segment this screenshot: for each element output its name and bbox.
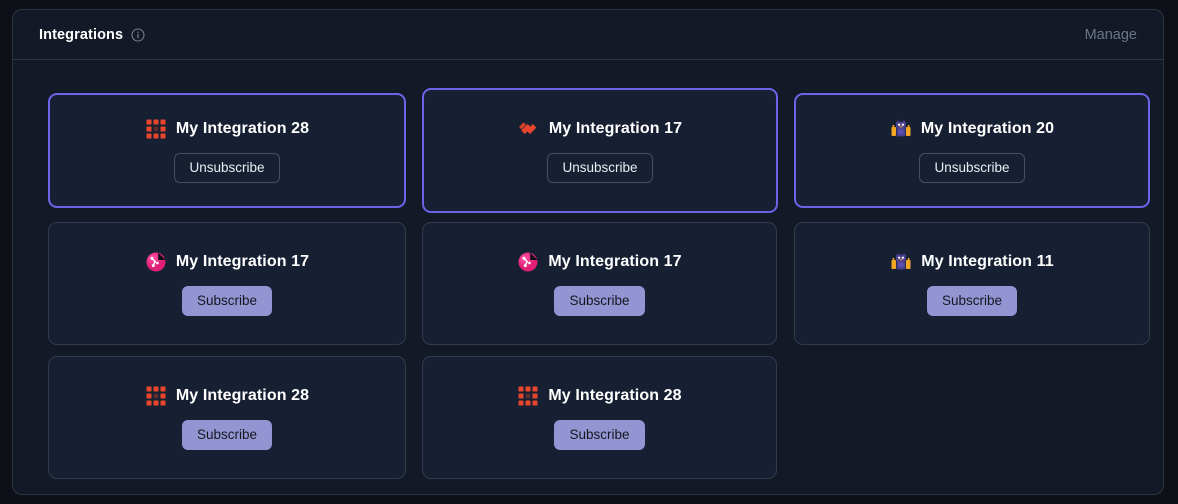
manage-link[interactable]: Manage — [1084, 26, 1137, 43]
page-title: Integrations — [39, 26, 124, 43]
grid-squares-icon — [145, 385, 167, 407]
integration-title: My Integration 20 — [920, 120, 1055, 138]
cat-mascot-icon — [890, 118, 912, 140]
cat-mascot-icon — [890, 251, 912, 273]
integration-card[interactable]: My Integration 11 Subscribe — [794, 222, 1150, 345]
integration-card-header: My Integration 28 — [517, 385, 682, 407]
diagonal-bars-icon — [518, 118, 540, 140]
integration-card[interactable]: My Integration 28 Subscribe — [48, 356, 406, 479]
integration-title: My Integration 28 — [175, 387, 310, 405]
integration-cards-grid: My Integration 28 Unsubscribe My Integrat… — [13, 60, 1163, 494]
integration-card[interactable]: My Integration 17 Subscribe — [48, 222, 406, 345]
integration-card-header: My Integration 17 — [518, 118, 682, 140]
subscribe-button[interactable]: Subscribe — [926, 286, 1018, 316]
integration-title: My Integration 17 — [548, 120, 683, 138]
integration-card-header: My Integration 28 — [145, 385, 309, 407]
integration-card-header: My Integration 11 — [890, 251, 1054, 273]
pinecone-icon — [145, 251, 167, 273]
integration-card-header: My Integration 17 — [517, 251, 682, 273]
integration-card-header: My Integration 28 — [145, 118, 309, 140]
integration-card[interactable]: My Integration 17 Unsubscribe — [422, 88, 778, 213]
subscribe-button[interactable]: Subscribe — [181, 420, 273, 450]
integration-card[interactable]: My Integration 17 Subscribe — [422, 222, 777, 345]
integration-title: My Integration 17 — [175, 253, 310, 271]
panel-header: Integrations Manage — [13, 10, 1163, 60]
info-circle-icon[interactable] — [131, 27, 145, 42]
unsubscribe-button[interactable]: Unsubscribe — [174, 153, 280, 183]
subscribe-button[interactable]: Subscribe — [554, 286, 645, 316]
integration-card-header: My Integration 20 — [890, 118, 1054, 140]
integration-card[interactable]: My Integration 28 Unsubscribe — [48, 93, 406, 208]
grid-squares-icon — [145, 118, 167, 140]
unsubscribe-button[interactable]: Unsubscribe — [919, 153, 1025, 183]
pinecone-icon — [517, 251, 539, 273]
integration-card[interactable]: My Integration 20 Unsubscribe — [794, 93, 1150, 208]
integration-title: My Integration 11 — [921, 253, 1054, 271]
panel-header-left: Integrations — [39, 27, 145, 43]
unsubscribe-button[interactable]: Unsubscribe — [547, 153, 653, 183]
integration-title: My Integration 17 — [548, 253, 682, 271]
integration-title: My Integration 28 — [548, 387, 682, 405]
integration-card-header: My Integration 17 — [145, 251, 309, 273]
integrations-panel: Integrations Manage My Integration 28 Uns… — [12, 9, 1164, 495]
integration-title: My Integration 28 — [175, 120, 310, 138]
integration-card[interactable]: My Integration 28 Subscribe — [422, 356, 777, 479]
subscribe-button[interactable]: Subscribe — [181, 286, 273, 316]
subscribe-button[interactable]: Subscribe — [554, 420, 645, 450]
grid-squares-icon — [517, 385, 539, 407]
